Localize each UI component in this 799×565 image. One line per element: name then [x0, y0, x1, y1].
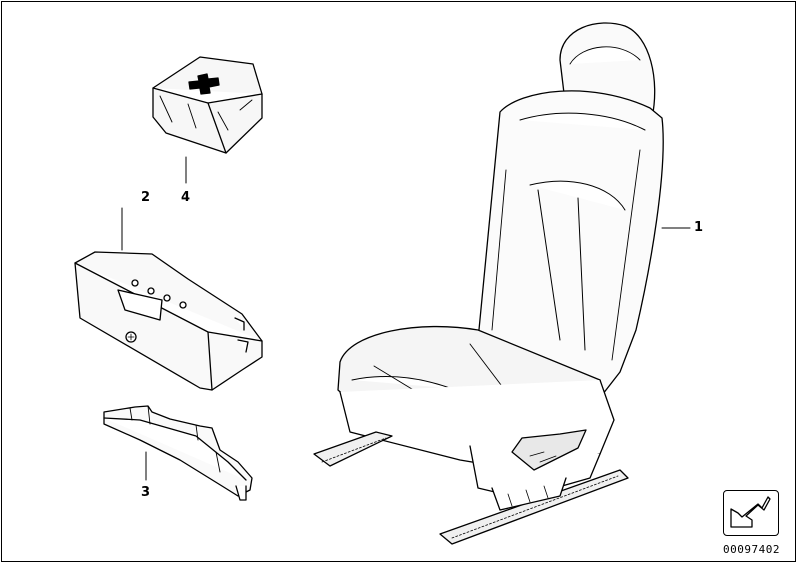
return-nav-button[interactable] [723, 490, 779, 536]
seat-drawing [313, 22, 664, 545]
document-number: 00097402 [723, 543, 780, 556]
callout-3: 3 [141, 485, 151, 500]
return-arrow-icon [730, 496, 771, 528]
callout-2: 2 [141, 190, 151, 205]
leader-lines [121, 156, 691, 481]
bracket-drawing [103, 405, 253, 501]
first-aid-kit-drawing [152, 56, 263, 154]
storage-box-drawing [74, 251, 263, 391]
callout-4: 4 [181, 190, 191, 205]
callout-1: 1 [694, 220, 704, 235]
